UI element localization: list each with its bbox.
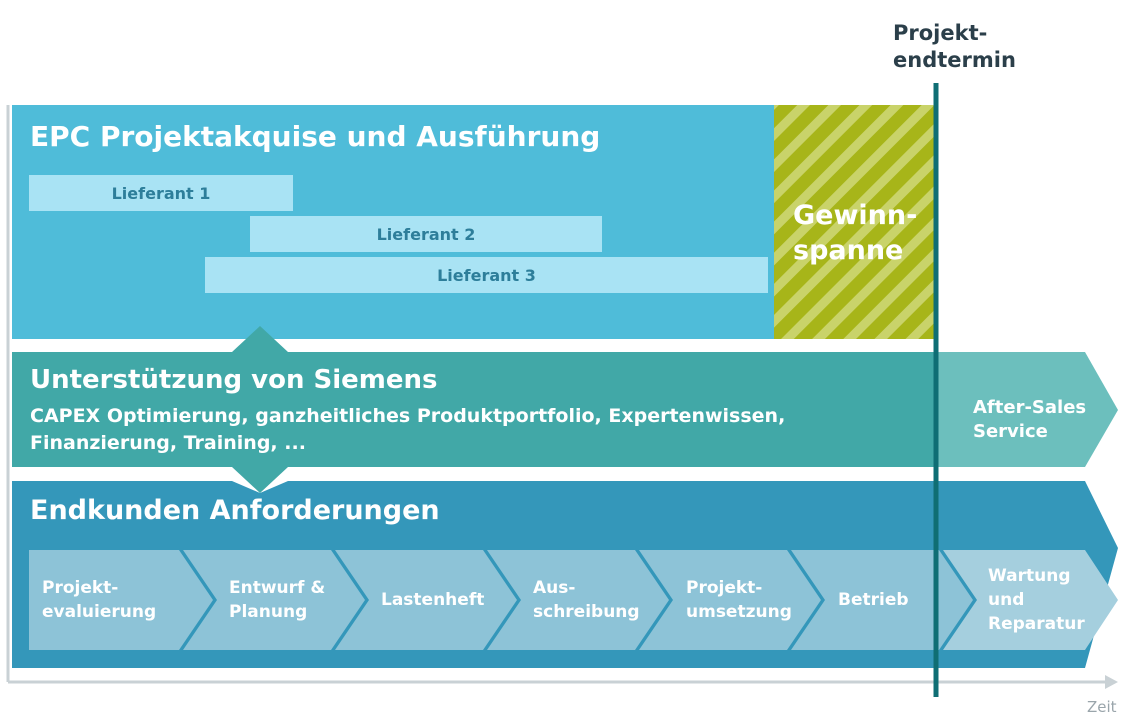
support-desc-line-2: Finanzierung, Training, ...	[30, 432, 306, 454]
time-axis-label: Zeit	[1087, 698, 1117, 716]
supplier-bar-2: Lieferant 2	[250, 216, 602, 252]
profit-margin-block	[774, 105, 934, 339]
step-2-line-1: Entwurf &	[229, 578, 326, 598]
step-5-line-2: umsetzung	[686, 602, 792, 622]
chevron-step-4	[487, 550, 669, 650]
step-label-7: Wartung und Reparatur	[988, 550, 1085, 650]
step-2-line-2: Planung	[229, 602, 308, 622]
after-sales-label: After-Sales Service	[973, 396, 1086, 444]
profit-margin-label: Gewinn- spanne	[793, 198, 917, 268]
after-sales-line-2: Service	[973, 421, 1048, 442]
step-7-line-1: Wartung	[988, 566, 1071, 586]
time-axis-arrowhead	[1105, 675, 1118, 689]
chevron-step-5	[639, 550, 821, 650]
chevron-step-6	[791, 550, 973, 650]
chevron-step-2	[183, 550, 365, 650]
epc-title: EPC Projektakquise und Ausführung	[30, 120, 601, 153]
deadline-line-1: Projekt-	[893, 21, 988, 45]
chevron-step-3	[335, 550, 517, 650]
step-4-line-1: Aus-	[533, 578, 576, 598]
deadline-line-2: endtermin	[893, 48, 1016, 72]
after-sales-arrow	[934, 352, 1118, 467]
process-chevrons	[29, 550, 1118, 650]
step-7-line-2: und	[988, 590, 1025, 610]
step-1-line-2: evaluierung	[42, 602, 157, 622]
margin-line-1: Gewinn-	[793, 200, 918, 231]
step-4-line-2: schreibung	[533, 602, 640, 622]
step-label-1: Projekt- evaluierung	[42, 550, 156, 650]
end-customer-title: Endkunden Anforderungen	[30, 495, 440, 526]
step-label-2: Entwurf & Planung	[229, 550, 325, 650]
support-description: CAPEX Optimierung, ganzheitliches Produk…	[30, 403, 810, 457]
project-deadline-label: Projekt- endtermin	[893, 20, 1016, 74]
chevron-step-1	[29, 550, 213, 650]
step-6-line-1: Betrieb	[838, 590, 909, 610]
step-5-line-1: Projekt-	[686, 578, 763, 598]
chevron-step-7	[943, 550, 1118, 650]
step-3-line-1: Lastenheft	[381, 590, 485, 610]
margin-line-2: spanne	[793, 235, 904, 266]
supplier-bar-1: Lieferant 1	[29, 175, 293, 211]
step-label-5: Projekt- umsetzung	[686, 550, 792, 650]
step-label-4: Aus- schreibung	[533, 550, 640, 650]
support-title: Unterstützung von Siemens	[30, 365, 438, 395]
step-7-line-3: Reparatur	[988, 614, 1085, 634]
step-1-line-1: Projekt-	[42, 578, 119, 598]
supplier-bar-3: Lieferant 3	[205, 257, 768, 293]
step-label-3: Lastenheft	[381, 550, 484, 650]
support-desc-line-1: CAPEX Optimierung, ganzheitliches Produk…	[30, 405, 786, 427]
step-label-6: Betrieb	[838, 550, 909, 650]
after-sales-line-1: After-Sales	[973, 397, 1087, 418]
support-band	[12, 326, 934, 493]
